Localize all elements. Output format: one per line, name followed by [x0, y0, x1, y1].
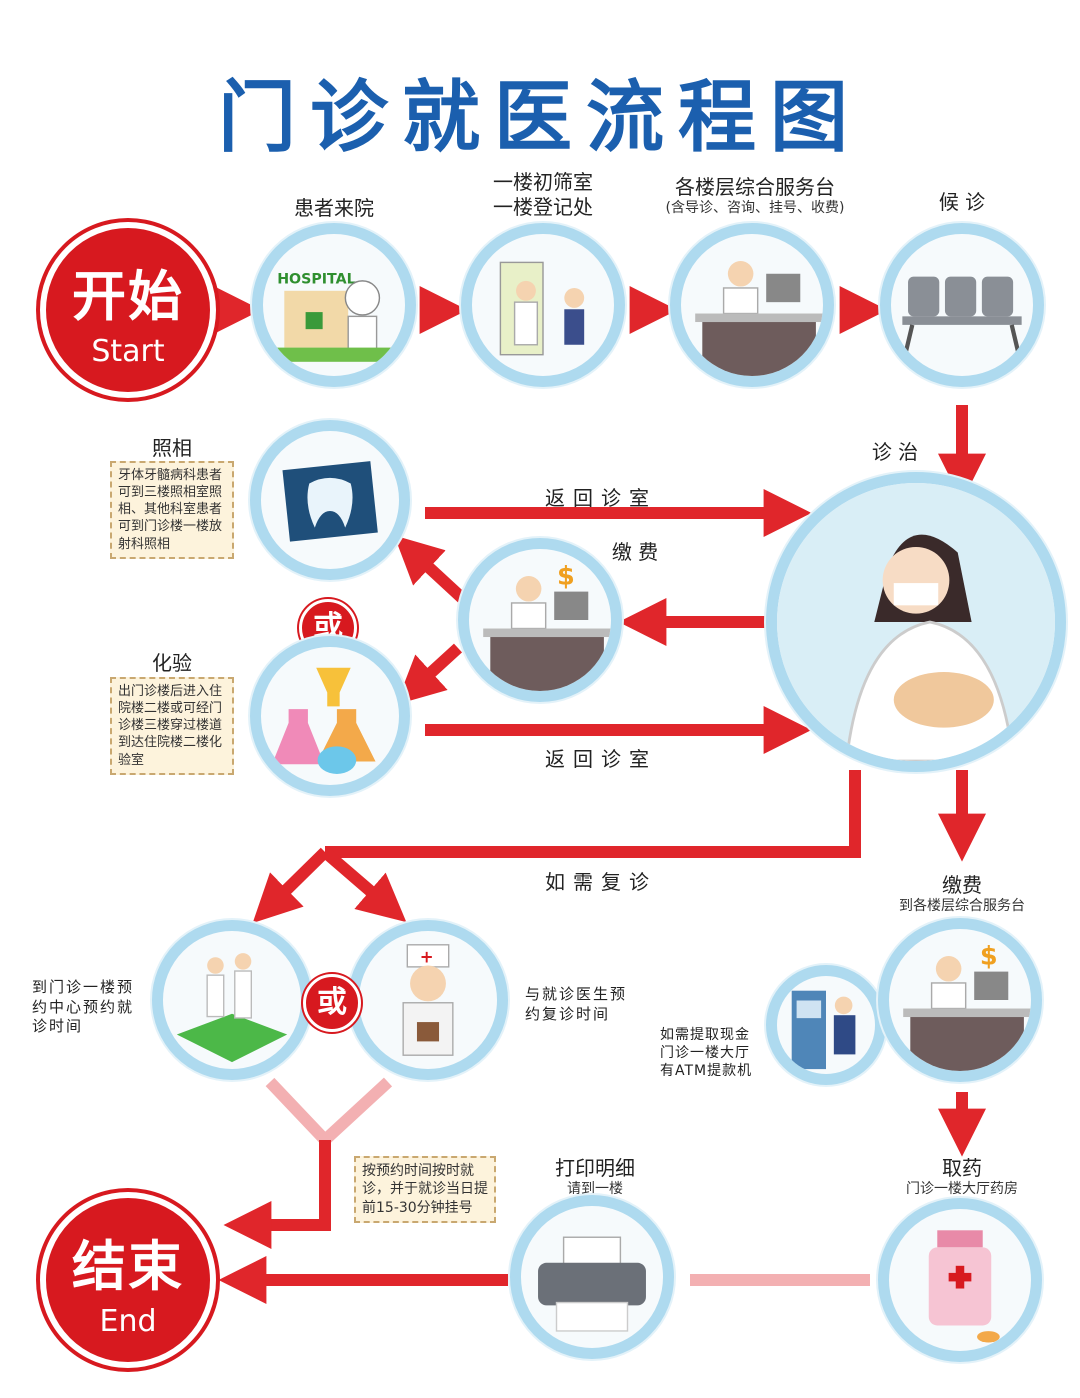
- print-title: 打印明细: [555, 1156, 635, 1180]
- service-desk-label: 各楼层综合服务台(含导诊、咨询、挂号、收费): [630, 175, 880, 218]
- triage-illustration: [461, 223, 625, 387]
- arrow-reserve-end: [223, 1140, 331, 1249]
- pay-right-label: 缴费到各楼层综合服务台: [880, 873, 1044, 916]
- treatment-illustration: [766, 472, 1066, 772]
- hospital-sign: HOSPITAL: [277, 272, 355, 288]
- pay-right-illustration: $: [878, 918, 1042, 1082]
- print-sub: 请到一楼: [567, 1181, 623, 1197]
- triage-line1: 一楼初筛室: [493, 170, 593, 194]
- photo-note: 牙体牙髓病科患者可到三楼照相室照相、其他科室患者可到门诊楼一楼放射科照相: [110, 461, 234, 559]
- start-node: 开始 Start: [40, 222, 216, 398]
- arrive-label: 患者来院: [294, 196, 374, 220]
- service-desk-illustration: [670, 223, 834, 387]
- end-label-cn: 结束: [72, 1235, 184, 1298]
- print-label: 打印明细请到一楼: [520, 1156, 670, 1199]
- arrive-illustration: HOSPITAL: [252, 223, 416, 387]
- medicine-title: 取药: [942, 1156, 982, 1180]
- pay-mid-label: 缴 费: [611, 540, 659, 564]
- atm-note: 如需提取现金门诊一楼大厅有ATM提款机: [660, 1027, 753, 1080]
- arrow-reserve-merge: [265, 1077, 393, 1149]
- treatment-label: 诊 治: [871, 440, 919, 464]
- photo-label: 照相: [152, 436, 192, 460]
- svg-text:+: +: [420, 948, 434, 967]
- svg-text:$: $: [980, 942, 998, 972]
- page-title: 门诊就医流程图: [217, 73, 862, 163]
- arrow-pay-lab: [396, 643, 463, 705]
- arrow-pay-photo: [394, 535, 467, 603]
- start-label-en: Start: [91, 334, 165, 369]
- service-desk-title: 各楼层综合服务台: [675, 175, 835, 199]
- pay-right-sub: 到各楼层综合服务台: [899, 898, 1025, 914]
- reserve-center-illustration: [152, 920, 312, 1080]
- or-badge-2: 或: [303, 974, 361, 1032]
- start-label-cn: 开始: [72, 265, 184, 328]
- return-label-1: 返回诊室: [545, 486, 657, 510]
- pay-mid-illustration: $: [458, 538, 622, 702]
- end-node: 结束 End: [40, 1192, 216, 1368]
- medicine-label: 取药门诊一楼大厅药房: [880, 1156, 1044, 1199]
- medicine-illustration: [878, 1198, 1042, 1362]
- lab-label: 化验: [152, 651, 192, 675]
- arrow-revisit-doctor: [321, 847, 407, 923]
- end-label-en: End: [99, 1304, 157, 1339]
- return-label-2: 返回诊室: [545, 747, 657, 771]
- revisit-label: 如需复诊: [545, 870, 657, 894]
- reserve-center-note: 到门诊一楼预约中心预约就诊时间: [32, 978, 135, 1035]
- print-illustration: [510, 1195, 674, 1359]
- reserve-doctor-note: 与就诊医生预约复诊时间: [525, 985, 628, 1023]
- photo-illustration: [250, 420, 410, 580]
- lab-illustration: [250, 636, 410, 796]
- service-desk-sub: (含导诊、咨询、挂号、收费): [665, 200, 845, 216]
- triage-label: 一楼初筛室一楼登记处: [463, 170, 623, 220]
- arrow-revisit: [325, 770, 861, 858]
- waiting-illustration: [880, 223, 1044, 387]
- svg-text:$: $: [557, 562, 575, 592]
- arrow-revisit-center: [252, 847, 330, 924]
- triage-line2: 一楼登记处: [493, 195, 593, 219]
- atm-illustration: [766, 965, 886, 1085]
- appointment-note: 按预约时间按时就诊，并于就诊当日提前15-30分钟挂号: [354, 1156, 496, 1224]
- waiting-label: 候 诊: [938, 190, 986, 214]
- lab-note: 出门诊楼后进入住院楼二楼或可经门诊楼三楼穿过楼道到达住院楼二楼化验室: [110, 677, 234, 775]
- reserve-doctor-illustration: +: [348, 920, 508, 1080]
- pay-right-title: 缴费: [942, 873, 982, 897]
- medicine-sub: 门诊一楼大厅药房: [906, 1181, 1018, 1197]
